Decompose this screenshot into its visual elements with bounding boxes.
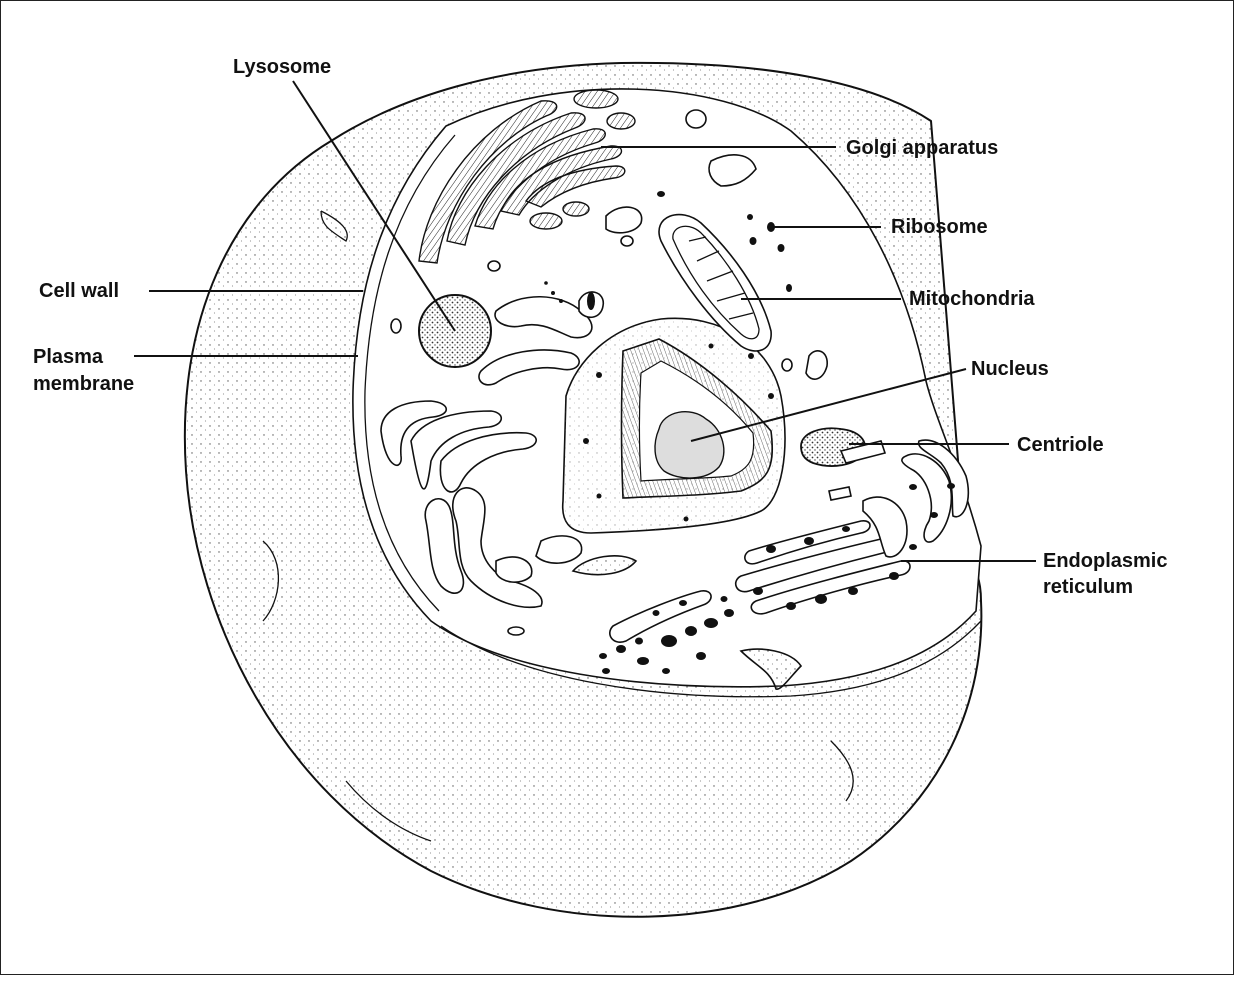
label-plasma-membrane-line2: membrane [33,373,134,395]
label-nucleus: Nucleus [971,358,1049,380]
label-endoplasmic-line1: Endoplasmic [1043,550,1167,572]
label-lysosome: Lysosome [233,56,331,78]
label-mitochondria: Mitochondria [909,288,1035,310]
label-centriole: Centriole [1017,434,1104,456]
label-plasma-membrane-line1: Plasma [33,346,104,368]
label-ribosome: Ribosome [891,216,988,238]
label-golgi-apparatus: Golgi apparatus [846,137,998,159]
label-cell-wall: Cell wall [39,280,119,302]
label-endoplasmic-line2: reticulum [1043,576,1133,598]
